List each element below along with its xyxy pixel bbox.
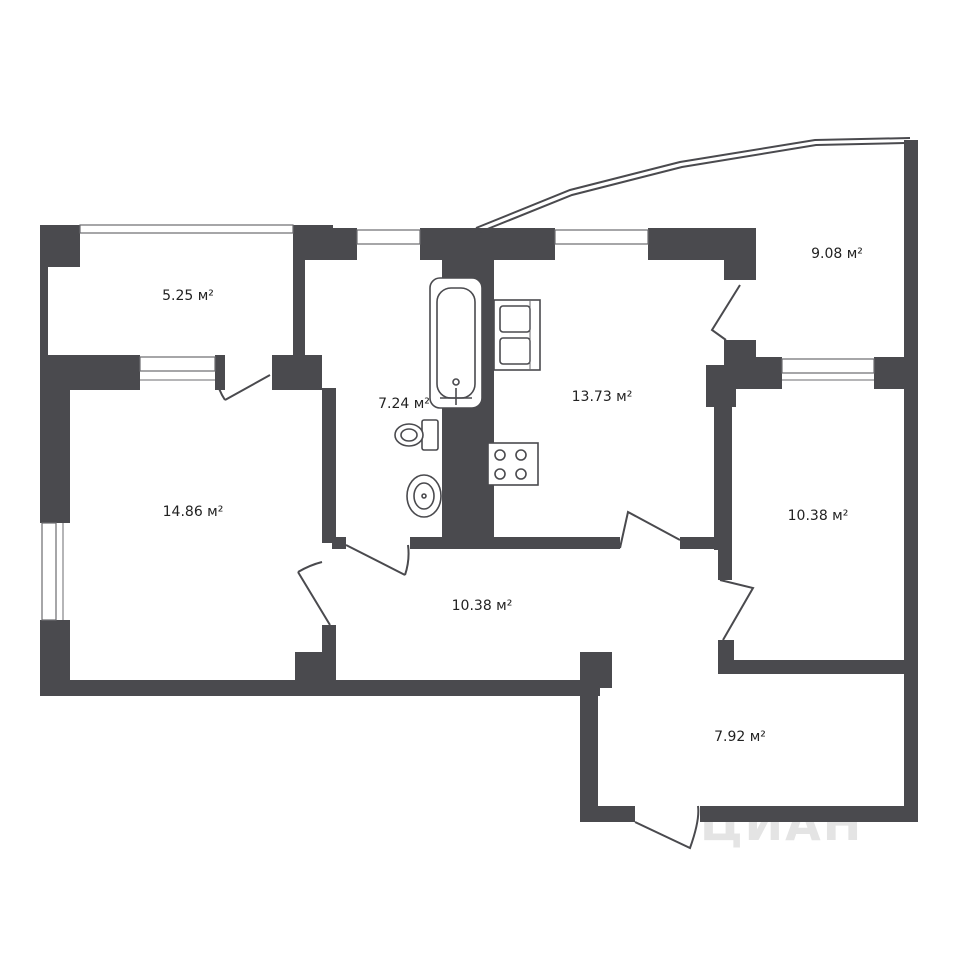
room-area-balcony: 9.08 м² bbox=[811, 246, 863, 262]
room-area-living-room: 14.86 м² bbox=[163, 504, 224, 520]
room-area-loggia-left: 5.25 м² bbox=[162, 288, 214, 304]
room-area-kitchen: 13.73 м² bbox=[572, 389, 633, 405]
kitchen-fixtures bbox=[487, 299, 541, 486]
walls bbox=[40, 140, 918, 822]
windows bbox=[41, 224, 875, 621]
room-labels: 5.25 м² 7.24 м² 13.73 м² 9.08 м² 14.86 м… bbox=[162, 246, 863, 745]
room-area-bathroom: 7.24 м² bbox=[378, 396, 430, 412]
room-area-bedroom: 10.38 м² bbox=[788, 508, 849, 524]
room-area-entrance: 7.92 м² bbox=[714, 729, 766, 745]
bathroom-fixtures bbox=[394, 277, 483, 518]
balcony-railing-inner bbox=[479, 142, 906, 233]
room-area-hallway: 10.38 м² bbox=[452, 598, 513, 614]
watermark: ЦИАН bbox=[700, 797, 863, 851]
balcony-railing bbox=[475, 137, 911, 229]
doors bbox=[216, 284, 755, 850]
